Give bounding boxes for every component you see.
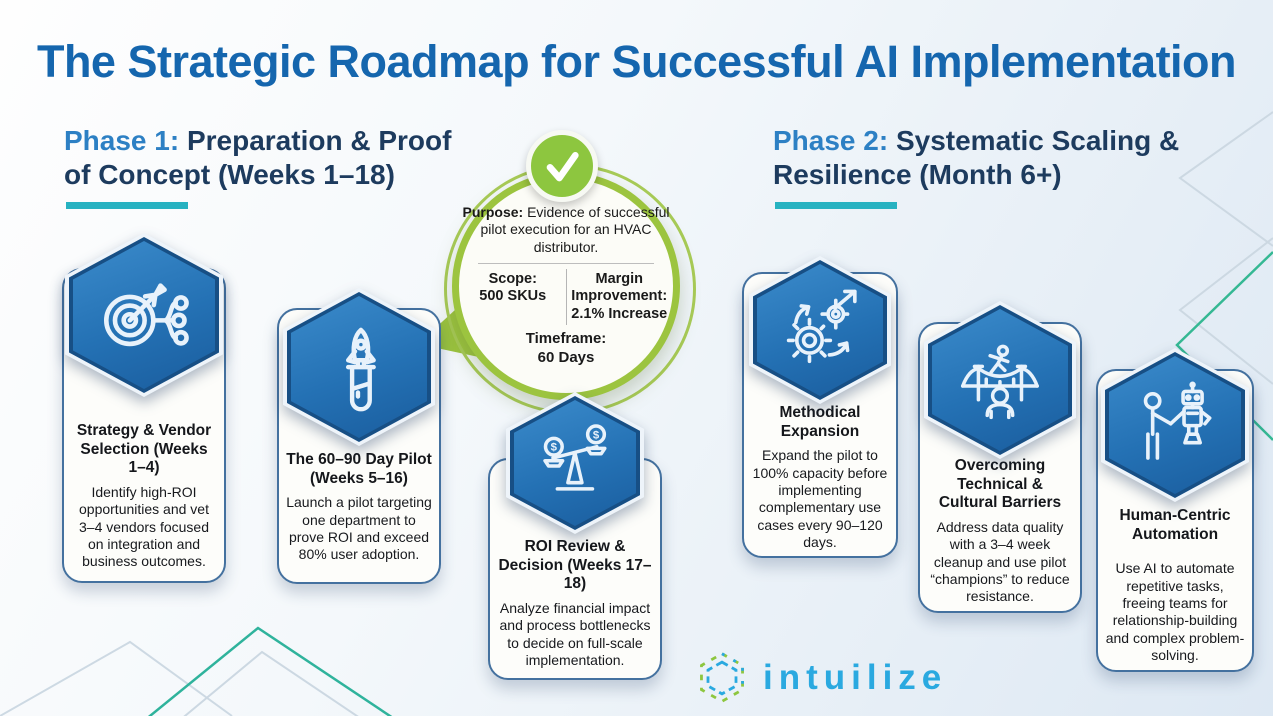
page-title: The Strategic Roadmap for Successful AI … (36, 36, 1237, 87)
phase-2-label: Phase 2: (773, 125, 889, 156)
human-robot-handshake-icon (1144, 381, 1212, 461)
phase-2-heading: Phase 2: Systematic Scaling & Resilience… (773, 124, 1203, 191)
margin-value: 2.1% Increase (571, 305, 668, 322)
logo-text: intuilize (763, 658, 948, 697)
card-title: Methodical Expansion (779, 404, 861, 440)
scope-label: Scope: (488, 271, 537, 288)
margin-label: Margin Improvement: (571, 271, 668, 305)
card-title: ROI Review & Decision (Weeks 17–18) (498, 538, 652, 593)
card-body: Use AI to automate repetitive tasks, fre… (1105, 560, 1245, 663)
card-body: Analyze financial impact and process bot… (499, 599, 651, 668)
scope-stat: Scope: 500 SKUs (460, 269, 566, 325)
phase-2-underline (775, 202, 897, 209)
callout-divider (478, 263, 654, 265)
card-body: Expand the pilot to 100% capacity before… (752, 447, 888, 550)
gears-growth-icon (786, 290, 857, 364)
card-body: Identify high-ROI opportunities and vet … (79, 483, 209, 570)
card-title: Overcoming Technical & Cultural Barriers (938, 457, 1062, 512)
phase-1-underline (66, 202, 188, 209)
svg-text:$: $ (551, 441, 558, 453)
card-title: Strategy & Vendor Selection (Weeks 1–4) (76, 422, 212, 477)
timeframe-stat: Timeframe: 60 Days (460, 330, 672, 368)
callout-circle (452, 172, 680, 400)
check-icon (526, 130, 598, 202)
card-body: Launch a pilot targeting one department … (286, 494, 432, 563)
svg-text:$: $ (593, 429, 600, 441)
purpose-text: Evidence of successful pilot execution f… (480, 204, 670, 255)
intuilize-logo: intuilize (694, 650, 947, 706)
phase-2-name: Systematic Scaling & Resilience (Month 6… (773, 125, 1180, 190)
intuilize-hex-icon (700, 652, 744, 703)
bridge-person-icon (961, 344, 1039, 419)
phase-1-name: Preparation & Proof of Concept (Weeks 1–… (64, 125, 452, 190)
timeframe-value: 60 Days (537, 349, 595, 366)
phase-1-heading: Phase 1: Preparation & Proof of Concept … (64, 124, 474, 191)
purpose-label: Purpose: (462, 204, 524, 220)
card-title: The 60–90 Day Pilot (Weeks 5–16) (286, 451, 432, 487)
balance-scale-icon: $ $ (543, 423, 607, 491)
callout-content: Purpose: Evidence of successful pilot ex… (460, 204, 672, 368)
card-title: Human-Centric Automation (1119, 507, 1231, 543)
timeframe-label: Timeframe: (525, 330, 607, 348)
rocket-test-tube-icon (346, 327, 376, 412)
phase-1-label: Phase 1: (64, 125, 180, 156)
callout-purpose: Purpose: Evidence of successful pilot ex… (460, 204, 672, 256)
target-network-icon (103, 283, 189, 346)
card-body: Address data quality with a 3–4 week cle… (930, 518, 1070, 605)
margin-stat: Margin Improvement: 2.1% Increase (565, 269, 673, 326)
scope-value: 500 SKUs (479, 288, 547, 305)
